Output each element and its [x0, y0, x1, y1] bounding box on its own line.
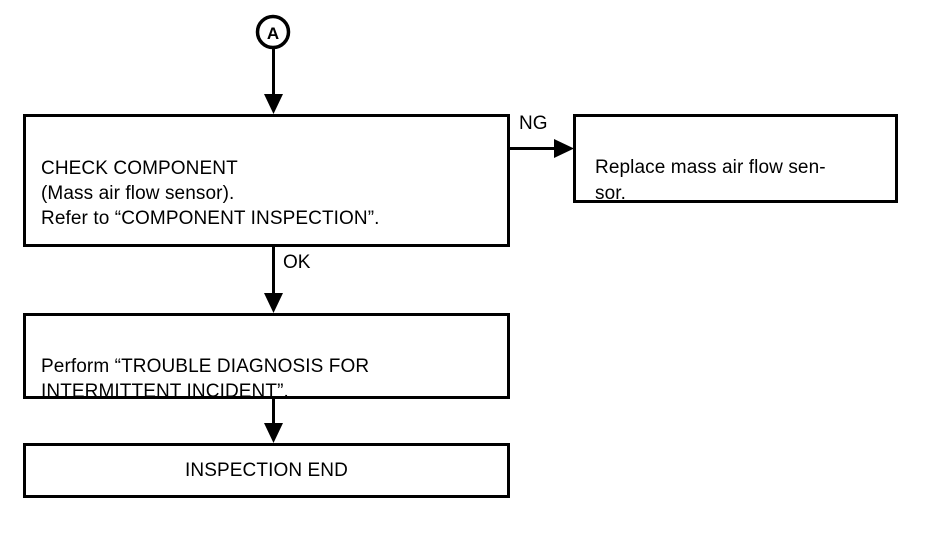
connector-circle-outline [255, 14, 291, 50]
arrow-head [554, 139, 574, 158]
arrow-ok-to-trouble-diagnosis [264, 247, 283, 313]
arrow-ng-to-replace-sensor [510, 139, 574, 158]
arrow-head [264, 94, 283, 114]
flow-box-replace-sensor-text: Replace mass air flow sen- sor. [595, 157, 826, 204]
edge-label-ng: NG [519, 113, 548, 134]
flow-box-trouble-diagnosis-text: Perform “TROUBLE DIAGNOSIS FOR INTERMITT… [41, 356, 370, 402]
connector-label-a: A [267, 24, 279, 43]
flow-box-trouble-diagnosis: Perform “TROUBLE DIAGNOSIS FOR INTERMITT… [23, 313, 510, 402]
arrow-head [264, 293, 283, 313]
flow-box-check-component-text: CHECK COMPONENT (Mass air flow sensor). … [41, 158, 380, 229]
flow-box-inspection-end-text: INSPECTION END [185, 460, 348, 481]
flow-box-replace-sensor: Replace mass air flow sen- sor. [573, 114, 898, 204]
flow-box-check-component: CHECK COMPONENT (Mass air flow sensor). … [23, 114, 510, 247]
edge-label-ok: OK [283, 252, 311, 273]
arrow-a-to-check-component [264, 48, 283, 114]
entry-connector-a: A [255, 14, 291, 50]
flow-box-inspection-end: INSPECTION END [23, 443, 510, 498]
